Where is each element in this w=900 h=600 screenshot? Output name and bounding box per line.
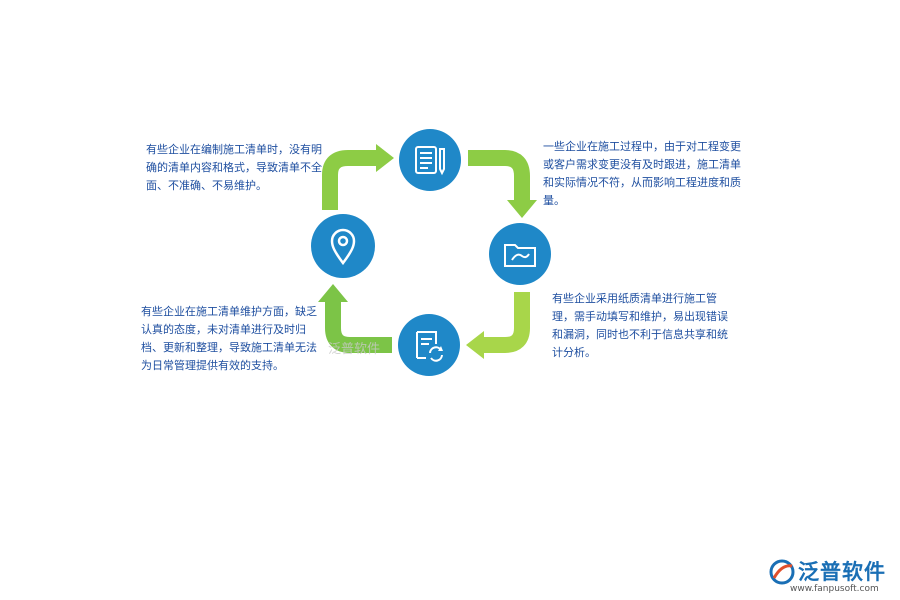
node-location-pin — [311, 214, 375, 278]
arrow-top-to-right — [468, 150, 530, 202]
text-block-top-right: 一些企业在施工过程中，由于对工程变更或客户需求变更没有及时跟进，施工清单和实际情… — [543, 140, 741, 207]
arrow-right-to-bottom — [482, 292, 530, 353]
arrowhead-left — [318, 284, 348, 302]
text-block-bottom-right: 有些企业采用纸质清单进行施工管理，需手动填写和维护，易出现错误和漏洞，同时也不利… — [552, 292, 728, 359]
text-block-bottom-left: 有些企业在施工清单维护方面，缺乏认真的态度，未对清单进行及时归档、更新和整理，导… — [141, 305, 317, 372]
document-pencil-icon — [415, 146, 445, 176]
node-document-refresh — [398, 314, 460, 376]
arrow-left-to-top — [322, 150, 378, 210]
brand-logo-name: 泛普软件 — [798, 560, 886, 584]
folder-icon — [504, 244, 536, 267]
arrowhead-right — [507, 200, 537, 218]
node-document-pencil — [399, 129, 461, 191]
brand-logo: 泛普软件 www.fanpusoft.com — [768, 556, 893, 596]
text-block-top-left: 有些企业在编制施工清单时，没有明确的清单内容和格式，导致清单不全面、不准确、不易… — [146, 143, 322, 192]
arrowhead-top — [376, 144, 394, 172]
node-folder — [489, 223, 551, 285]
brand-logo-mark-icon — [769, 559, 795, 585]
location-pin-icon — [330, 228, 356, 265]
arrowhead-bottom — [466, 331, 484, 359]
brand-logo-url: www.fanpusoft.com — [790, 584, 879, 594]
arrow-bottom-to-left — [325, 300, 392, 353]
document-refresh-icon — [416, 331, 443, 362]
watermark-text: 泛普软件 — [328, 342, 381, 357]
